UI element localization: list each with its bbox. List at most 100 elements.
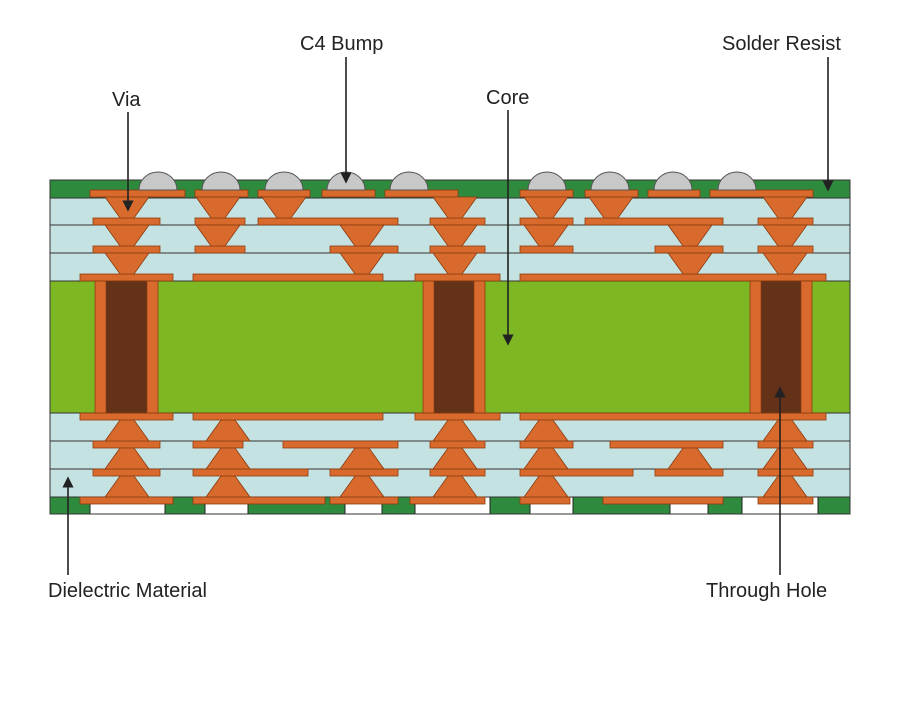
via — [205, 447, 251, 470]
copper-trace — [757, 217, 814, 226]
via — [762, 252, 808, 275]
copper-trace — [192, 273, 384, 282]
callout-solder-resist: Solder Resist — [722, 33, 841, 192]
via — [432, 419, 478, 442]
via — [104, 419, 150, 442]
via — [432, 196, 478, 219]
copper-trace — [654, 245, 724, 254]
copper-trace — [194, 245, 246, 254]
board-outline — [49, 179, 851, 515]
copper-trace — [92, 440, 161, 449]
solder-resist-bottom-segment — [817, 496, 851, 515]
via — [762, 224, 808, 247]
copper-trace — [79, 496, 174, 505]
via — [523, 419, 569, 442]
c4-bump-group — [138, 171, 757, 191]
through-hole-plug — [433, 280, 475, 414]
copper-trace — [192, 440, 244, 449]
via — [432, 447, 478, 470]
callout-core: Core — [486, 87, 529, 346]
through-hole-group — [94, 280, 813, 414]
via — [195, 224, 241, 247]
copper-trace — [192, 468, 309, 477]
via — [667, 224, 713, 247]
c4-bump — [389, 171, 429, 191]
c4-bump — [653, 171, 693, 191]
via — [432, 224, 478, 247]
through-hole-plug — [105, 280, 148, 414]
through-hole-plug — [760, 280, 802, 414]
copper-trace — [757, 440, 814, 449]
copper-traces — [79, 189, 827, 505]
via — [762, 196, 808, 219]
copper-trace — [584, 217, 724, 226]
copper-trace — [654, 468, 724, 477]
via — [339, 447, 385, 470]
via — [667, 252, 713, 275]
copper-trace — [757, 245, 814, 254]
c4-bump — [138, 171, 178, 191]
copper-trace — [92, 217, 161, 226]
via — [205, 419, 251, 442]
via — [261, 196, 307, 219]
label-c4-bump: C4 Bump — [300, 33, 383, 55]
via — [104, 447, 150, 470]
copper-trace — [409, 496, 486, 505]
copper-trace — [519, 496, 571, 505]
copper-trace — [92, 468, 161, 477]
copper-trace — [609, 440, 724, 449]
copper-trace — [92, 245, 161, 254]
copper-trace — [519, 189, 574, 198]
copper-trace — [519, 412, 827, 421]
copper-trace — [194, 217, 246, 226]
c4-bump — [264, 171, 304, 191]
copper-trace — [519, 245, 574, 254]
copper-trace — [321, 189, 376, 198]
label-via: Via — [112, 89, 141, 111]
label-core: Core — [486, 87, 529, 109]
copper-trace — [757, 496, 814, 505]
via — [667, 447, 713, 470]
via — [104, 252, 150, 275]
copper-trace — [429, 217, 486, 226]
callout-dielectric: Dielectric Material — [48, 476, 207, 602]
copper-trace — [429, 468, 486, 477]
label-dielectric: Dielectric Material — [48, 580, 207, 602]
copper-trace — [519, 273, 827, 282]
via — [762, 475, 808, 498]
c4-bump — [717, 171, 757, 191]
label-through-hole: Through Hole — [706, 580, 827, 602]
copper-trace — [757, 468, 814, 477]
copper-trace — [79, 412, 174, 421]
copper-trace — [79, 273, 174, 282]
copper-trace — [192, 412, 384, 421]
copper-trace — [647, 189, 701, 198]
callout-c4-bump: C4 Bump — [300, 33, 383, 184]
callout-through-hole: Through Hole — [706, 386, 827, 602]
via — [339, 475, 385, 498]
via — [523, 224, 569, 247]
copper-trace — [519, 468, 634, 477]
copper-trace — [384, 189, 459, 198]
callout-via: Via — [112, 89, 141, 212]
copper-trace — [192, 496, 326, 505]
via — [339, 224, 385, 247]
copper-trace — [282, 440, 399, 449]
copper-trace — [429, 440, 486, 449]
copper-trace — [414, 273, 501, 282]
via — [432, 252, 478, 275]
via-group — [104, 196, 808, 498]
copper-trace — [414, 412, 501, 421]
label-solder-resist: Solder Resist — [722, 33, 841, 55]
via — [104, 475, 150, 498]
copper-trace — [194, 189, 249, 198]
c4-bump — [527, 171, 567, 191]
copper-trace — [584, 189, 639, 198]
copper-trace — [519, 217, 574, 226]
via — [523, 447, 569, 470]
copper-trace — [257, 189, 311, 198]
copper-trace — [329, 468, 399, 477]
c4-bump — [201, 171, 241, 191]
